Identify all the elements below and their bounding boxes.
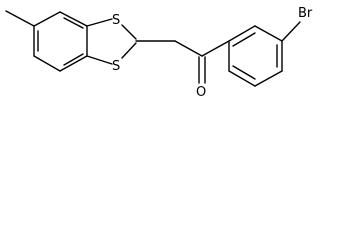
dithiole-ring — [86, 18, 137, 65]
bromine-bond — [281, 21, 301, 42]
acyl-chain — [135, 40, 230, 57]
bromine-label: Br — [298, 6, 313, 21]
benzodithiole-benzene-ring — [33, 11, 88, 72]
bromophenyl-ring — [228, 25, 283, 87]
sulfur-bottom-label: S — [112, 59, 120, 74]
carbonyl-double-bond — [198, 56, 206, 84]
chemical-structure-diagram: S S O Br — [5, 6, 313, 100]
methyl-group — [5, 10, 35, 27]
oxygen-label: O — [196, 85, 206, 100]
sulfur-top-label: S — [112, 13, 120, 28]
